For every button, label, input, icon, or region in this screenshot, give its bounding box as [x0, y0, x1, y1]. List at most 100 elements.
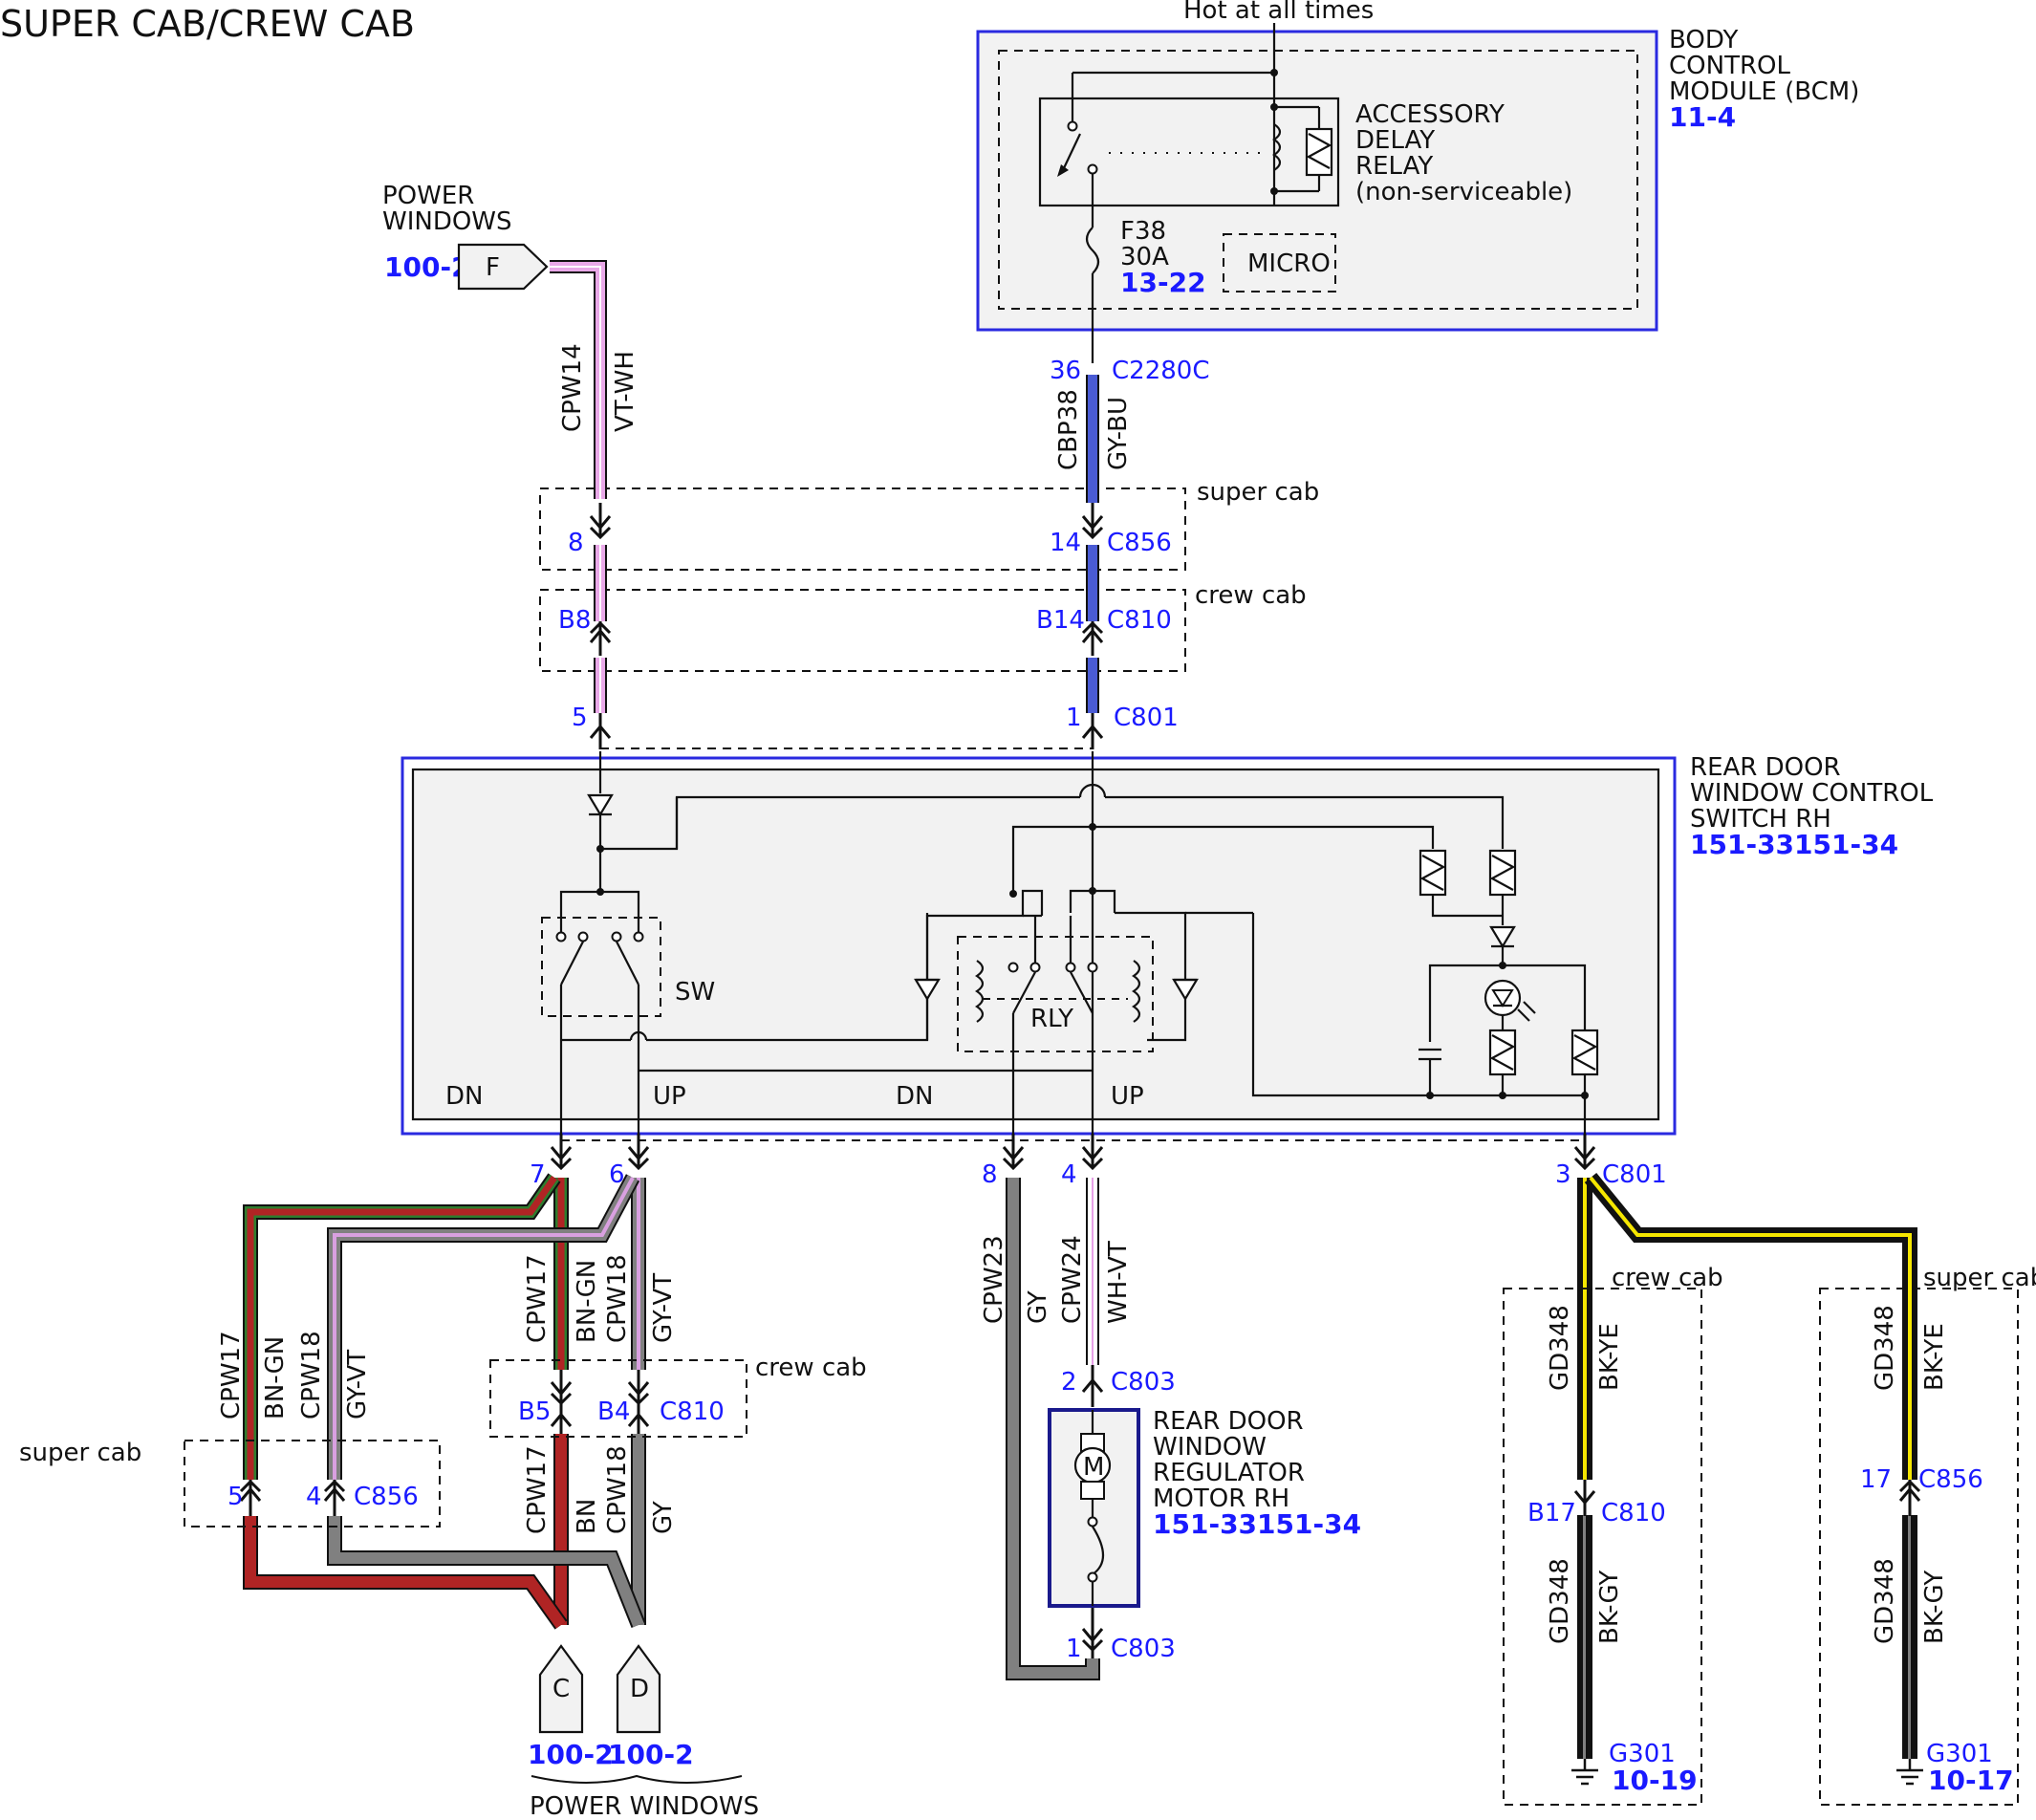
circuit-cpw24: CPW24	[1058, 1235, 1087, 1324]
pin-1-motor: 1	[1066, 1635, 1082, 1663]
connector-arrows-top	[589, 503, 1104, 749]
ground-crew-ref-link[interactable]: 10-19	[1612, 1765, 1698, 1796]
up-label-2: UP	[1111, 1082, 1144, 1111]
zone-super-cab-right	[1819, 1288, 2019, 1806]
sw-label: SW	[675, 978, 715, 1007]
circuit-cpw18-b: CPW18	[297, 1331, 326, 1419]
pin-b4: B4	[597, 1398, 630, 1426]
switch-module-name-3: SWITCH RH	[1690, 805, 1831, 834]
circuit-gy-a: GY	[649, 1501, 678, 1534]
wire-gd348-bkye	[1577, 1172, 1917, 1480]
circuit-cbp38: CBP38	[1054, 389, 1083, 470]
pin-6: 6	[609, 1160, 625, 1189]
zone-super-cab-left	[184, 1440, 441, 1528]
zone-crew-cab-right	[1503, 1288, 1702, 1806]
connector-c856-top: C856	[1107, 529, 1172, 557]
hot-at-all-times-label: Hot at all times	[1183, 0, 1374, 25]
connector-c810-right: C810	[1601, 1499, 1666, 1528]
relay-label-2: DELAY	[1355, 126, 1435, 155]
zone-label-super-cab-right: super cab	[1923, 1264, 2036, 1292]
rly-dashed-box	[957, 936, 1154, 1052]
circuit-gybu: GY-BU	[1104, 397, 1133, 470]
connector-d-label: D	[630, 1675, 649, 1703]
circuit-gd348-d: GD348	[1871, 1558, 1899, 1644]
fuse-rating: 30A	[1120, 243, 1169, 271]
bcm-name-line-3: MODULE (BCM)	[1669, 77, 1859, 106]
pin-7: 7	[530, 1160, 546, 1189]
circuit-cpw18-a: CPW18	[603, 1254, 632, 1343]
connector-c-shape	[538, 1644, 584, 1734]
pin-8-bottom: 8	[982, 1160, 998, 1189]
circuit-bn: BN	[573, 1499, 601, 1534]
zone-label-super-cab-left: super cab	[19, 1439, 141, 1467]
dn-label-1: DN	[445, 1082, 483, 1111]
power-windows-d-ref-link[interactable]: 100-2	[608, 1739, 694, 1770]
motor-ref-link[interactable]: 151-33151-34	[1153, 1508, 1361, 1540]
pin-14: 14	[1050, 529, 1081, 557]
circuit-gd348-c: GD348	[1546, 1558, 1574, 1644]
circuit-gyvt-a: GY-VT	[649, 1273, 678, 1343]
circuit-whvt: WH-VT	[1104, 1241, 1133, 1324]
connector-c801-top: C801	[1114, 704, 1179, 732]
connector-c2280c: C2280C	[1112, 357, 1209, 385]
connector-c810-left: C810	[660, 1398, 725, 1426]
rly-label: RLY	[1030, 1005, 1073, 1033]
sw-dashed-box	[541, 917, 661, 1017]
bcm-ref-link[interactable]: 11-4	[1669, 101, 1736, 133]
micro-box	[1223, 233, 1336, 292]
pin-5: 5	[572, 704, 588, 732]
ground-super-ref-link[interactable]: 10-17	[1928, 1765, 2014, 1796]
power-windows-c-ref-link[interactable]: 100-2	[528, 1739, 614, 1770]
motor-module: M	[1048, 1408, 1140, 1608]
motor-name-2: WINDOW	[1153, 1433, 1267, 1462]
pin-5-left: 5	[227, 1483, 244, 1511]
power-windows-bottom-label: POWER WINDOWS	[530, 1792, 759, 1820]
wire-cpw14	[550, 260, 607, 713]
pin-36: 36	[1050, 357, 1081, 385]
connector-c810-top: C810	[1107, 606, 1172, 635]
connector-c856-left: C856	[354, 1483, 419, 1511]
power-windows-top-ref-link[interactable]: 100-2	[384, 251, 470, 283]
bcm-module: MICRO	[976, 30, 1658, 332]
connector-c803-top: C803	[1111, 1368, 1176, 1397]
fuse-ref-link[interactable]: 13-22	[1120, 267, 1206, 298]
pin-3: 3	[1555, 1160, 1571, 1189]
zone-crew-cab-left	[489, 1359, 747, 1438]
connector-c801-bottom: C801	[1602, 1160, 1667, 1189]
circuit-cpw18-c: CPW18	[603, 1445, 632, 1534]
power-windows-top-label-2: WINDOWS	[382, 207, 512, 236]
pin-17: 17	[1860, 1465, 1892, 1494]
switch-module-ref-link[interactable]: 151-33151-34	[1690, 829, 1898, 860]
wire-cbp38	[1086, 375, 1099, 713]
zone-label-crew-cab-right: crew cab	[1612, 1264, 1723, 1292]
connector-f-label: F	[486, 253, 500, 282]
wire-cpw24-whvt	[1086, 1178, 1099, 1365]
relay-label-3: RELAY	[1355, 152, 1433, 181]
motor-symbol: M	[1083, 1453, 1104, 1482]
power-windows-top-label-1: POWER	[382, 182, 474, 210]
pin-4: 4	[1061, 1160, 1077, 1189]
bcm-power-feed	[1057, 23, 1333, 363]
circuit-bkgy-b: BK-GY	[1920, 1571, 1949, 1644]
circuit-cpw17-c: CPW17	[523, 1445, 552, 1534]
motor-name-3: REGULATOR	[1153, 1459, 1305, 1487]
switch-module: SW RLY	[401, 751, 1677, 1147]
wire-cpw23-gy	[1006, 1178, 1100, 1680]
pin-2: 2	[1061, 1368, 1077, 1397]
zone-label-crew-cab-left: crew cab	[755, 1354, 867, 1382]
connector-arrows-left-bottom	[239, 1370, 650, 1516]
pin-4-left: 4	[306, 1483, 322, 1511]
connector-c856-right: C856	[1918, 1465, 1983, 1494]
pin-1: 1	[1066, 704, 1082, 732]
circuit-bngn-a: BN-GN	[573, 1260, 601, 1343]
zone-super-cab-top	[539, 488, 1186, 571]
connector-f-shape	[457, 243, 549, 291]
circuit-cpw17-b: CPW17	[217, 1331, 246, 1419]
bcm-name-line-2: CONTROL	[1669, 52, 1790, 80]
wire-cpw18-gyvt	[327, 1174, 646, 1480]
relay-label-1: ACCESSORY	[1355, 100, 1505, 129]
pin-b17: B17	[1527, 1499, 1576, 1528]
page-title: SUPER CAB/CREW CAB	[0, 3, 415, 45]
